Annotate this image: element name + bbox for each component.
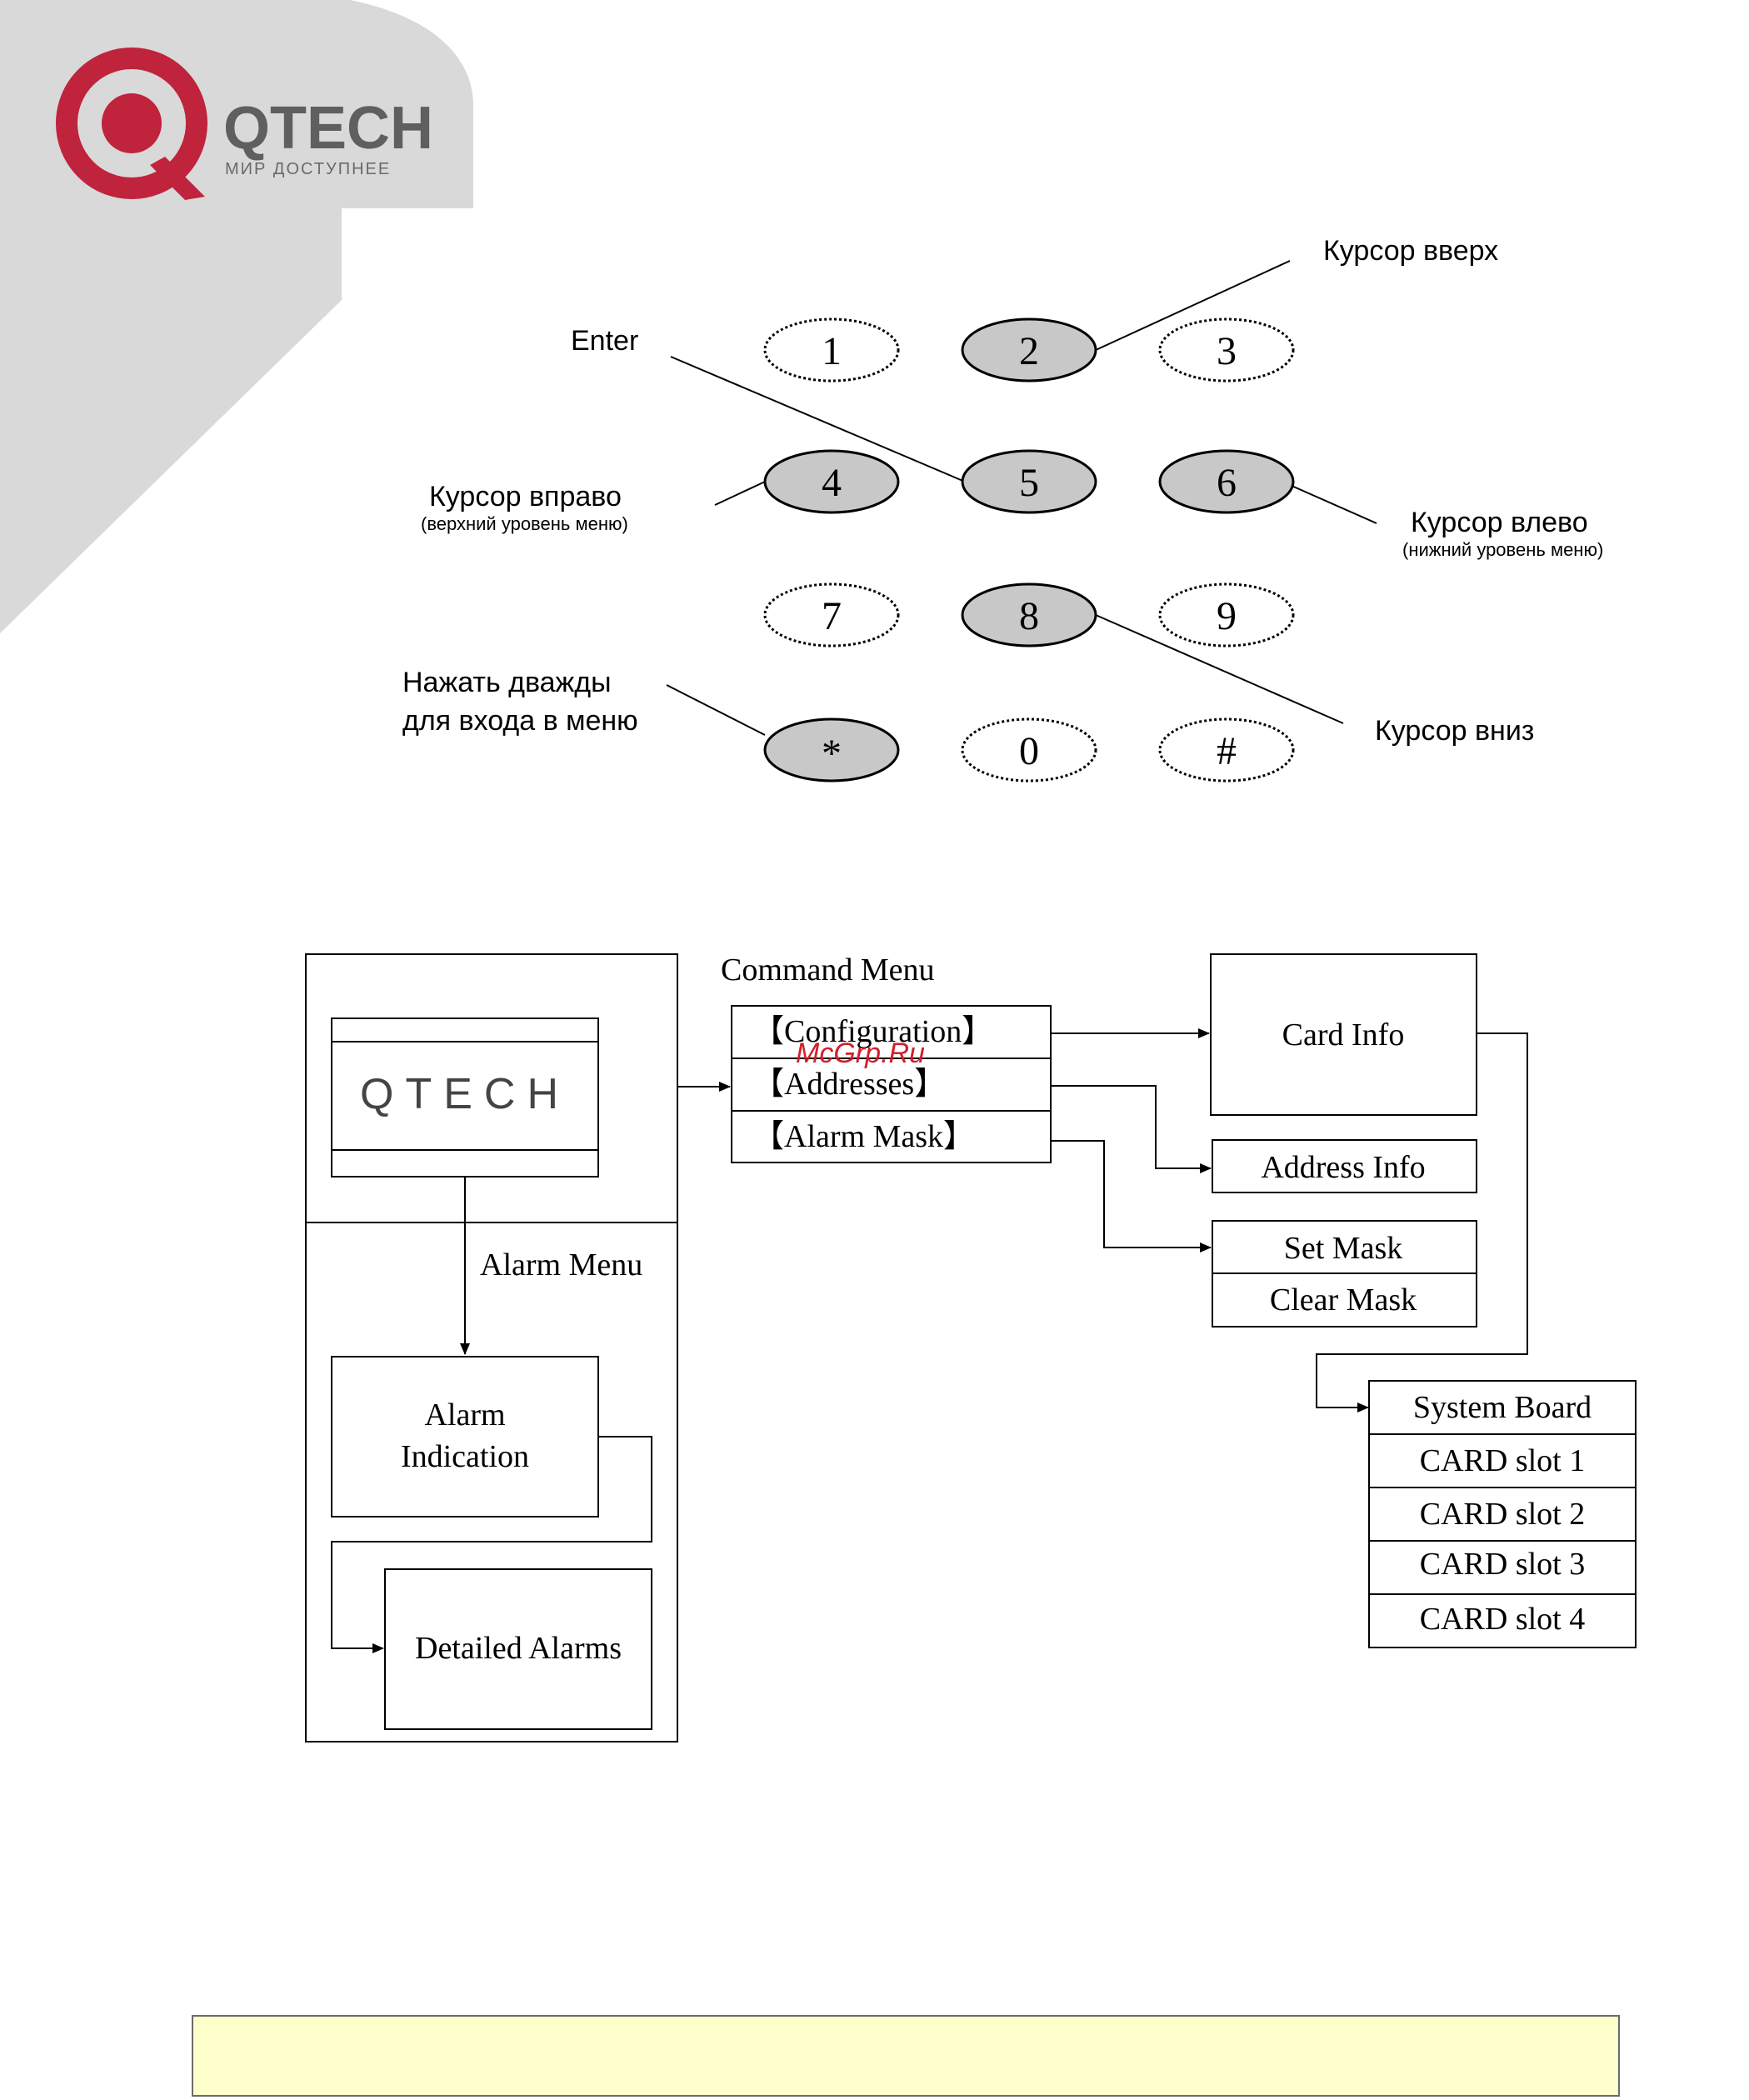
- key-5-label: 5: [1019, 461, 1039, 505]
- key-2-label: 2: [1019, 329, 1039, 373]
- command-item-configuration[interactable]: 【Configuration】: [752, 1014, 993, 1049]
- detailed-alarms-label: Detailed Alarms: [415, 1631, 622, 1666]
- key-9-label: 9: [1217, 594, 1237, 638]
- label-cursor-down: Курсор вниз: [1375, 715, 1534, 747]
- key-star-label: *: [822, 732, 842, 776]
- header-shape: [0, 0, 474, 633]
- detailed-alarms-box: [384, 1568, 652, 1730]
- alarm-indication-label-1: Alarm: [424, 1398, 505, 1432]
- key-7-label: 7: [822, 594, 842, 638]
- card-info-box: [1210, 953, 1477, 1116]
- note-box: [192, 2015, 1620, 2097]
- key-0-label: 0: [1019, 729, 1039, 773]
- key-hash-label: #: [1217, 729, 1237, 773]
- key-0[interactable]: 0: [961, 718, 1097, 782]
- device-panel: [305, 953, 678, 1742]
- label-cursor-left-sub: (нижний уровень меню): [1402, 539, 1603, 560]
- command-menu-title: Command Menu: [721, 952, 934, 988]
- menu-diagram: QTECH Command Menu 【Configuration】 【Addr…: [305, 952, 1637, 1742]
- slot-card-2: CARD slot 2: [1420, 1497, 1585, 1532]
- lcd-text: QTECH: [360, 1070, 570, 1118]
- key-3[interactable]: 3: [1158, 318, 1295, 382]
- label-cursor-left: Курсор влево: [1411, 507, 1588, 538]
- key-4[interactable]: 4: [763, 449, 900, 514]
- label-cursor-right: Курсор вправо: [429, 481, 622, 512]
- key-4-label: 4: [822, 461, 842, 505]
- card-info-label: Card Info: [1282, 1018, 1405, 1052]
- slot-list: System Board CARD slot 1 CARD slot 2 CAR…: [1368, 1380, 1637, 1648]
- slot-card-4: CARD slot 4: [1420, 1602, 1585, 1637]
- command-item-alarm-mask[interactable]: 【Alarm Mask】: [752, 1119, 975, 1154]
- slot-card-3: CARD slot 3: [1420, 1547, 1585, 1582]
- label-press-twice-2: для входа в меню: [402, 705, 638, 737]
- command-menu: 【Configuration】 【Addresses】 【Alarm Mask】: [731, 1005, 1052, 1163]
- set-mask-label[interactable]: Set Mask: [1284, 1231, 1403, 1266]
- alarm-indication-label-2: Indication: [401, 1439, 529, 1474]
- key-2[interactable]: 2: [961, 318, 1097, 382]
- address-info-box: [1212, 1139, 1477, 1193]
- logo-tagline: МИР ДОСТУПНЕЕ: [225, 160, 391, 178]
- alarm-indication-box: [331, 1356, 599, 1518]
- mask-box: Set Mask Clear Mask: [1212, 1220, 1477, 1328]
- key-8[interactable]: 8: [961, 582, 1097, 648]
- label-enter: Enter: [571, 325, 638, 357]
- qtech-logo: QTECH МИР ДОСТУПНЕЕ: [56, 48, 433, 200]
- key-6-label: 6: [1217, 461, 1237, 505]
- keypad: 1 2 3 4 5 6 7 8: [402, 235, 1603, 782]
- label-cursor-up: Курсор вверх: [1323, 235, 1498, 267]
- alarm-menu-title: Alarm Menu: [480, 1248, 642, 1282]
- key-8-label: 8: [1019, 594, 1039, 638]
- label-press-twice-1: Нажать дважды: [402, 667, 612, 698]
- key-3-label: 3: [1217, 329, 1237, 373]
- logo-ring-icon: [56, 48, 207, 199]
- address-info-label: Address Info: [1261, 1150, 1425, 1185]
- key-hash[interactable]: #: [1158, 718, 1295, 782]
- key-5[interactable]: 5: [961, 449, 1097, 514]
- slot-system-board: System Board: [1413, 1390, 1592, 1425]
- key-9[interactable]: 9: [1158, 582, 1295, 648]
- watermark: McGrp.Ru: [796, 1038, 925, 1069]
- logo-brand: QTECH: [223, 95, 433, 162]
- slot-card-1: CARD slot 1: [1420, 1443, 1585, 1478]
- key-star[interactable]: *: [763, 718, 900, 782]
- key-1-label: 1: [822, 329, 842, 373]
- clear-mask-label[interactable]: Clear Mask: [1270, 1282, 1417, 1318]
- key-6[interactable]: 6: [1158, 449, 1295, 514]
- lcd-display: QTECH: [331, 1018, 599, 1178]
- command-item-addresses[interactable]: 【Addresses】: [752, 1067, 946, 1102]
- key-1[interactable]: 1: [763, 318, 900, 382]
- key-7[interactable]: 7: [763, 582, 900, 648]
- label-cursor-right-sub: (верхний уровень меню): [421, 513, 628, 534]
